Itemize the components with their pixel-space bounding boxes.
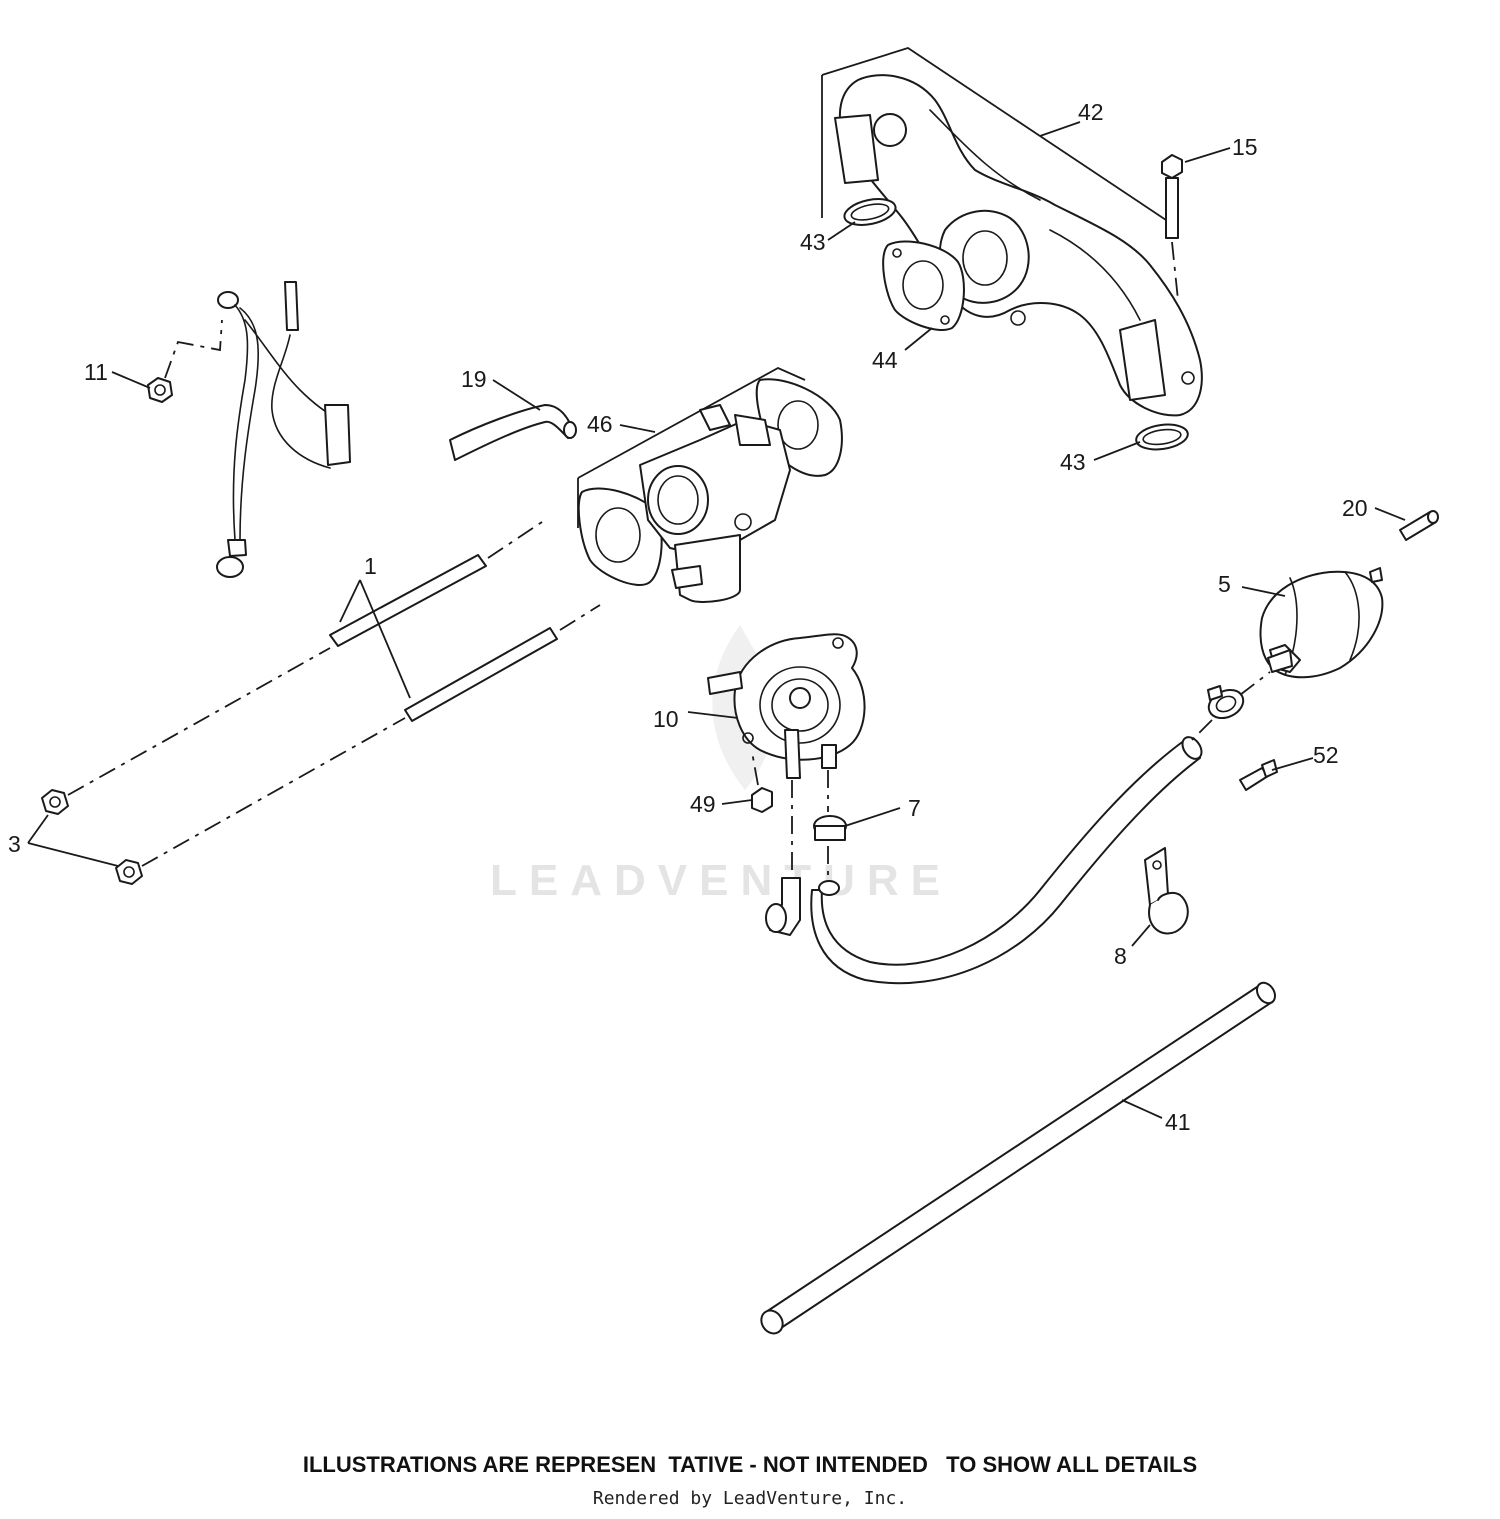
- callout-5: 5: [1218, 571, 1231, 597]
- callout-19: 19: [461, 366, 487, 392]
- screw-49[interactable]: [751, 751, 773, 813]
- callout-43-bottom: 43: [1060, 449, 1086, 475]
- screw-11[interactable]: [147, 319, 223, 403]
- callout-10: 10: [653, 706, 679, 732]
- callout-46: 46: [587, 411, 613, 437]
- callout-labels: 42 15 43 44 43 11 19 46 20 5 1 10 52 49 …: [8, 99, 1368, 1135]
- callout-7: 7: [908, 795, 921, 821]
- o-ring-43-bottom[interactable]: [1135, 421, 1190, 452]
- bolt-15[interactable]: [1161, 154, 1183, 301]
- pin-20[interactable]: [1399, 510, 1439, 541]
- callout-11: 11: [84, 359, 108, 385]
- o-ring-43-top[interactable]: [842, 195, 898, 229]
- fuel-pump-10[interactable]: [687, 633, 866, 779]
- callout-20: 20: [1342, 495, 1368, 521]
- callout-1: 1: [364, 553, 377, 579]
- callout-43-top: 43: [800, 229, 826, 255]
- callout-15: 15: [1232, 134, 1258, 160]
- callout-44: 44: [872, 347, 898, 373]
- intake-manifold-42[interactable]: [821, 47, 1203, 417]
- carburetor-46[interactable]: [577, 366, 843, 603]
- filter-clamp[interactable]: [1191, 671, 1271, 741]
- clamp-7[interactable]: [791, 770, 847, 880]
- fitting-52[interactable]: [1239, 759, 1278, 791]
- fuel-line-41[interactable]: [757, 979, 1279, 1337]
- credit-text: Rendered by LeadVenture, Inc.: [592, 1488, 908, 1509]
- callout-42: 42: [1078, 99, 1104, 125]
- gasket-44[interactable]: [882, 240, 965, 331]
- disclaimer-text: ILLUSTRATIONS ARE REPRESEN TATIVE - NOT …: [302, 1452, 1198, 1477]
- callout-3: 3: [8, 831, 21, 857]
- callout-52: 52: [1313, 742, 1339, 768]
- callout-8: 8: [1114, 943, 1127, 969]
- hose-19[interactable]: [449, 404, 577, 461]
- watermark-text: LEADVENTURE: [490, 856, 952, 905]
- fuel-hose[interactable]: [765, 734, 1205, 985]
- leader-lines: [111, 121, 1406, 1119]
- callout-41: 41: [1165, 1109, 1191, 1135]
- nut-3[interactable]: [27, 647, 406, 885]
- watermark: LEADVENTURE: [490, 625, 952, 905]
- clip-8[interactable]: [1144, 847, 1189, 935]
- callout-49: 49: [690, 791, 716, 817]
- fuel-filter-5[interactable]: [1259, 567, 1384, 679]
- wire-harness[interactable]: [216, 281, 351, 578]
- stud-1[interactable]: [329, 519, 601, 722]
